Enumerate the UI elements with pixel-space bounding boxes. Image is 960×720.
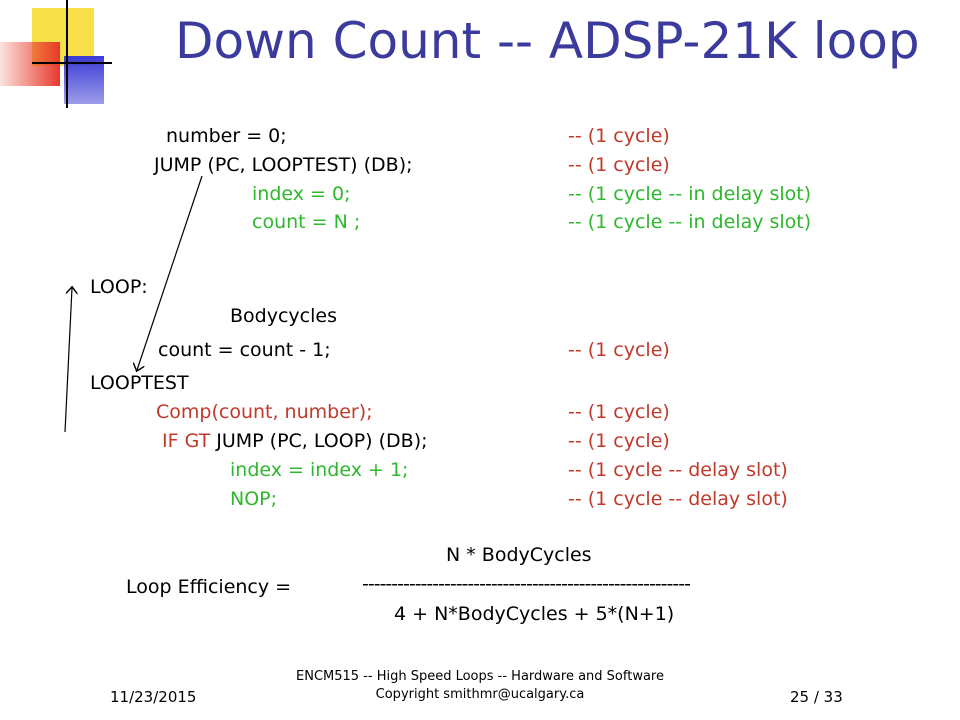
footer-copyright: Copyright smithmr@ucalgary.ca (375, 687, 585, 702)
comment-if-gt-jump: -- (1 cycle) (568, 430, 670, 452)
code-looptest-label: LOOPTEST (90, 372, 189, 394)
efficiency-denominator: 4 + N*BodyCycles + 5*(N+1) (394, 603, 675, 625)
comment-index-init: -- (1 cycle -- in delay slot) (568, 183, 812, 205)
efficiency-numerator: N * BodyCycles (446, 544, 592, 566)
code-bodycycles: Bodycycles (230, 305, 337, 327)
code-index-inc: index = index + 1; (230, 459, 409, 481)
comment-jump-looptest: -- (1 cycle) (568, 154, 670, 176)
code-nop: NOP; (230, 488, 278, 510)
comment-count-init: -- (1 cycle -- in delay slot) (568, 211, 812, 233)
comment-number-init: -- (1 cycle) (568, 125, 670, 147)
jump-to-looptest-arrow (137, 175, 203, 370)
code-count-dec: count = count - 1; (158, 339, 331, 361)
code-index-init: index = 0; (252, 183, 351, 205)
comment-count-dec: -- (1 cycle) (568, 339, 670, 361)
code-comp: Comp(count, number); (156, 401, 373, 423)
code-count-init: count = N ; (252, 211, 361, 233)
comment-index-inc: -- (1 cycle -- delay slot) (568, 459, 788, 481)
jump-back-to-loop-arrow (64, 288, 72, 433)
comment-comp: -- (1 cycle) (568, 401, 670, 423)
efficiency-divider: ----------------------------------------… (362, 573, 691, 595)
slide-title: Down Count -- ADSP-21K loop (175, 12, 920, 70)
footer-course: ENCM515 -- High Speed Loops -- Hardware … (250, 668, 710, 704)
code-number-init: number = 0; (166, 125, 287, 147)
footer-course-title: ENCM515 -- High Speed Loops -- Hardware … (296, 669, 664, 684)
code-loop-label: LOOP: (90, 276, 148, 298)
deco-red-square (0, 42, 60, 86)
footer-page-number: 25 / 33 (790, 688, 843, 706)
code-if-gt-jump: IF GT JUMP (PC, LOOP) (DB); (162, 430, 428, 452)
deco-vertical-line (66, 0, 68, 108)
comment-nop: -- (1 cycle -- delay slot) (568, 488, 788, 510)
deco-blue-square (64, 56, 104, 104)
footer-date: 11/23/2015 (110, 688, 197, 706)
deco-horizontal-line (32, 62, 112, 64)
code-jump-looptest: JUMP (PC, LOOPTEST) (DB); (154, 154, 413, 176)
efficiency-label: Loop Efficiency = (126, 576, 292, 598)
